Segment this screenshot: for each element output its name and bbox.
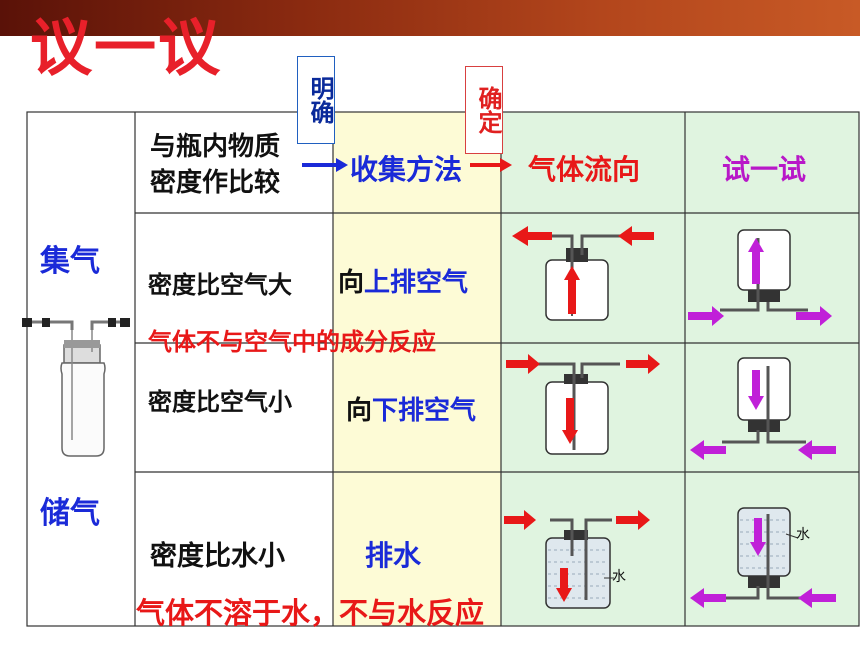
- header-flow: 气体流向: [528, 153, 641, 186]
- row1-method-prefix: 向: [338, 268, 365, 298]
- note-insoluble: 气体不溶于水，不与水反应: [136, 596, 485, 630]
- row2-method-prefix: 向: [346, 396, 373, 426]
- note-no-react-air: 气体不与空气中的成分反应: [148, 328, 436, 356]
- row2-density: 密度比空气小: [148, 388, 292, 416]
- top-banner: [0, 0, 860, 36]
- flow-row1-bottle: [512, 226, 654, 321]
- row2-method: 向下排空气: [346, 390, 476, 427]
- row1-method: 向上排空气: [338, 262, 468, 299]
- header-method: 收集方法: [350, 153, 463, 186]
- flow-row2-bottle: [506, 354, 660, 455]
- try-row3-bottle: [690, 507, 836, 608]
- arrow-compare-to-method: [302, 158, 348, 172]
- arrow-method-to-flow: [470, 158, 512, 172]
- row3-density: 密度比水小: [150, 541, 285, 572]
- header-compare-line1: 与瓶内物质: [150, 132, 281, 162]
- row2-method-main: 下排空气: [372, 396, 477, 426]
- row1-method-main: 上排空气: [364, 268, 469, 298]
- row1-density: 密度比空气大: [148, 271, 292, 299]
- try-row3-water-label: 水: [796, 527, 810, 543]
- header-compare-line2: 密度作比较: [150, 168, 281, 198]
- slide-title: 议一议: [30, 11, 223, 84]
- tag-determine: 确定: [465, 66, 503, 154]
- store-label: 储气: [40, 496, 100, 531]
- header-try: 试一试: [722, 153, 807, 186]
- try-row2-bottle: [690, 357, 836, 460]
- tag-clarify: 明确: [297, 56, 335, 144]
- flow-row3-water-label: 水: [612, 569, 626, 585]
- try-row1-bottle: [688, 229, 832, 326]
- flow-row3-bottle: [504, 510, 650, 609]
- collect-label: 集气: [40, 244, 100, 279]
- row3-method: 排水: [365, 539, 422, 572]
